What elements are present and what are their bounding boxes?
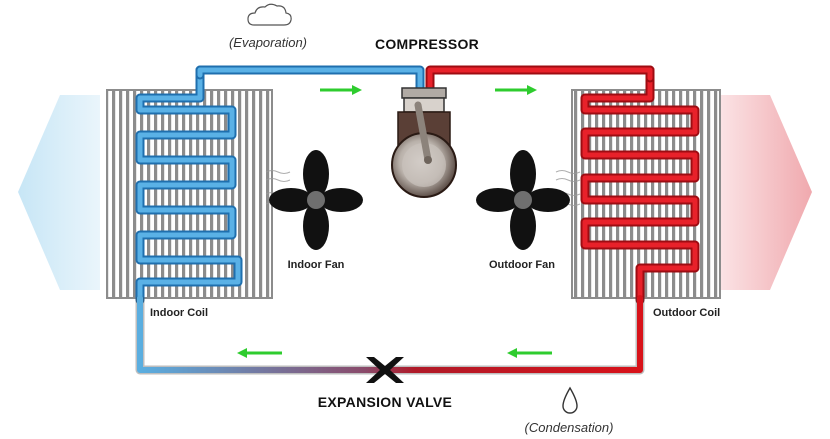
indoor-fan-icon (269, 150, 363, 250)
cloud-icon (247, 3, 292, 26)
outdoor-coil-label: Outdoor Coil (653, 307, 720, 319)
expansion-valve-label: EXPANSION VALVE (318, 394, 452, 410)
indoor-coil-tubing (135, 65, 243, 305)
flow-arrow-3 (237, 348, 282, 358)
expansion-valve-icon (366, 357, 404, 383)
discharge-line (425, 65, 655, 97)
flow-arrow-2 (495, 85, 537, 95)
cold-air-arrow (18, 95, 100, 290)
flow-arrow-1 (320, 85, 362, 95)
flow-arrow-4 (507, 348, 552, 358)
indoor-coil-label: Indoor Coil (150, 307, 208, 319)
outdoor-fan-icon (476, 150, 570, 250)
compressor (391, 87, 457, 198)
hot-air-arrow (720, 95, 812, 290)
liquid-line (135, 295, 645, 375)
evaporation-label: (Evaporation) (229, 35, 307, 50)
outdoor-coil-tubing (580, 65, 700, 305)
suction-line (195, 65, 425, 97)
indoor-coil (106, 89, 273, 299)
indoor-fan-label: Indoor Fan (288, 259, 345, 271)
water-drop-icon (562, 386, 578, 414)
compressor-label: COMPRESSOR (375, 36, 479, 52)
outdoor-fan-label: Outdoor Fan (489, 259, 555, 271)
condensation-label: (Condensation) (525, 420, 614, 435)
